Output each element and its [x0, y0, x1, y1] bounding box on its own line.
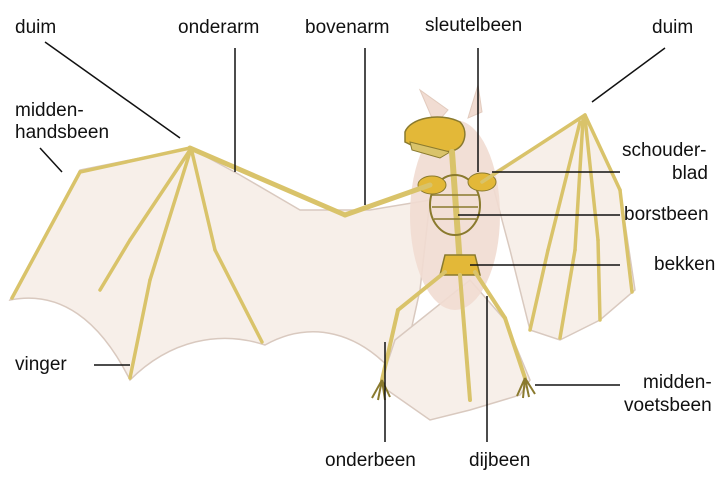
- right-wing-membrane: [490, 115, 635, 340]
- leader-middenhandsbeen: [40, 148, 62, 172]
- label-schouderblad-1: schouder-: [622, 140, 707, 162]
- leader-duim-right: [592, 48, 665, 102]
- label-vinger: vinger: [15, 354, 67, 376]
- label-bovenarm: bovenarm: [305, 17, 390, 39]
- label-middenhandsbeen-1: midden-: [15, 100, 84, 122]
- label-sleutelbeen: sleutelbeen: [425, 15, 522, 37]
- label-duim-right: duim: [652, 17, 693, 39]
- label-bekken: bekken: [654, 254, 715, 276]
- label-middenhandsbeen-2: handsbeen: [15, 122, 109, 144]
- label-duim-left: duim: [15, 17, 56, 39]
- label-onderarm: onderarm: [178, 17, 259, 39]
- label-schouderblad-2: blad: [672, 163, 708, 185]
- label-dijbeen: dijbeen: [469, 450, 530, 472]
- label-onderbeen: onderbeen: [325, 450, 416, 472]
- ear-right: [468, 85, 482, 118]
- label-borstbeen: borstbeen: [624, 204, 709, 226]
- label-middenvoetsbeen-2: voetsbeen: [624, 395, 712, 417]
- label-middenvoetsbeen-1: midden-: [643, 372, 712, 394]
